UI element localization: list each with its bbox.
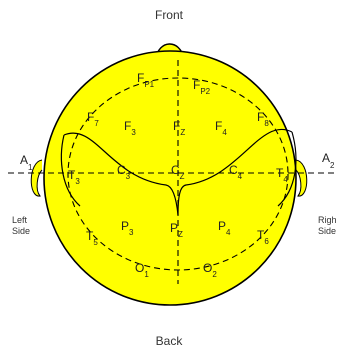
back-label: Back <box>156 334 184 348</box>
right-ear <box>296 160 307 196</box>
left-side-label: Left Side <box>12 215 30 236</box>
electrode-a2: A2 <box>322 151 335 170</box>
head-outline <box>44 44 296 305</box>
front-label: Front <box>155 8 184 22</box>
electrode-a1: A1 <box>20 153 33 172</box>
right-side-label: Righ Side <box>318 215 339 236</box>
left-ear <box>31 160 42 196</box>
